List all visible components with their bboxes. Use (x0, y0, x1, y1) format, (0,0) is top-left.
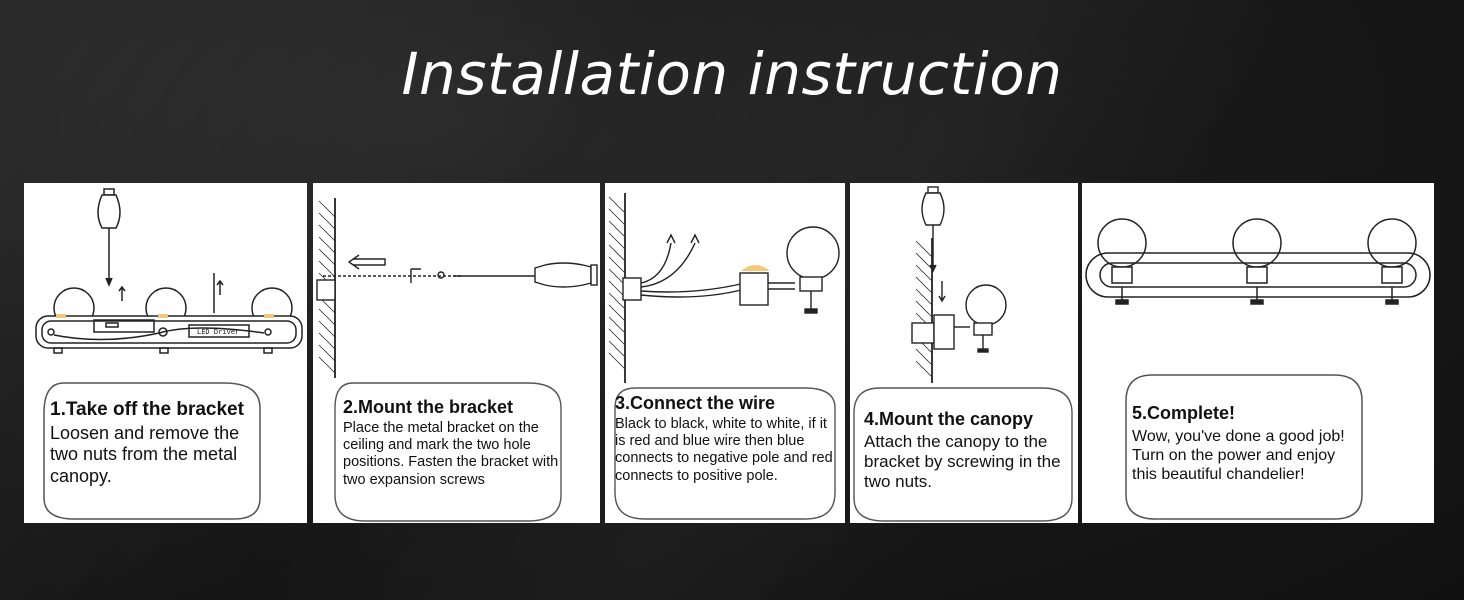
arrow-icon (353, 258, 386, 266)
step-1-heading: 1.Take off the bracket (50, 399, 244, 420)
step-4-diagram (853, 186, 1073, 522)
step-4-panel: 4.Mount the canopy Attach the canopy to … (850, 183, 1078, 523)
step-1-panel: LED Driver 1.Take off the bracket Loosen… (24, 183, 307, 523)
step-5-body: Wow, you've done a good job! Turn on the… (1132, 427, 1345, 484)
step-2-heading: 2.Mount the bracket (343, 397, 514, 417)
step-3-panel: 3.Connect the wire Black to black, white… (605, 183, 845, 523)
step-3-text: 3.Connect the wire Black to black, white… (613, 391, 841, 517)
led-driver-label: LED Driver (197, 328, 239, 336)
screwdriver-icon (921, 186, 945, 273)
screwdriver-icon (453, 262, 598, 288)
globe-bulb-icon (786, 226, 840, 280)
step-1-body: Loosen and remove the two nuts from the … (50, 422, 240, 487)
globe-bulb-icon (965, 284, 1007, 326)
step-5-diagram (1085, 218, 1431, 520)
step-4-heading: 4.Mount the canopy (864, 409, 1034, 429)
screwdriver-icon (97, 188, 121, 287)
step-2-diagram (316, 198, 598, 522)
step-1-text: 1.Take off the bracket Loosen and remove… (46, 393, 260, 519)
step-4-text: 4.Mount the canopy Attach the canopy to … (862, 407, 1072, 517)
step-5-heading: 5.Complete! (1132, 403, 1236, 423)
step-3-heading: 3.Connect the wire (615, 393, 776, 413)
step-2-body: Place the metal bracket on the ceiling a… (343, 419, 559, 488)
step-2-text: 2.Mount the bracket Place the metal brac… (341, 395, 565, 519)
step-5-panel: 5.Complete! Wow, you've done a good job!… (1082, 183, 1434, 523)
step-2-panel: 2.Mount the bracket Place the metal brac… (313, 183, 600, 523)
step-3-diagram (608, 193, 840, 520)
step-4-body: Attach the canopy to the bracket by scre… (864, 431, 1061, 492)
step-3-body: Black to black, white to white, if it is… (615, 415, 833, 484)
step-5-text: 5.Complete! Wow, you've done a good job!… (1130, 401, 1360, 511)
page-title: Installation instruction (401, 40, 1063, 108)
step-1-diagram: LED Driver (35, 188, 303, 520)
